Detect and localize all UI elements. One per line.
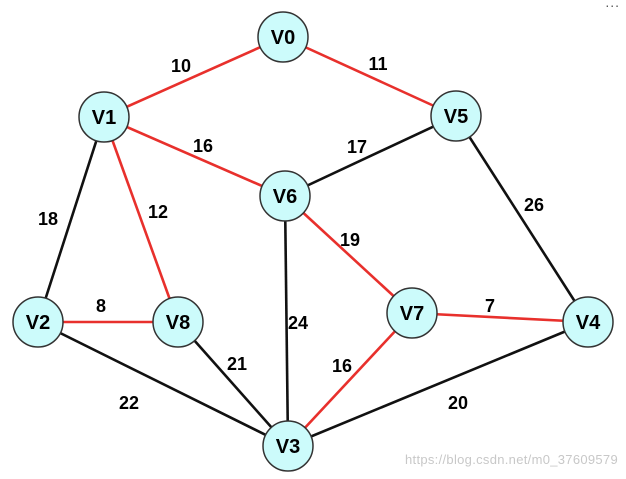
edge-v7-v3 — [287, 312, 413, 447]
node-circle — [430, 90, 482, 142]
node-label: V7 — [400, 303, 424, 325]
edge-weight-v7-v4: 7 — [485, 296, 495, 316]
edge-v8-v3 — [177, 321, 289, 447]
node-label: V8 — [166, 312, 190, 334]
node-circle — [152, 296, 204, 348]
node-v5: V5 — [430, 90, 482, 142]
edge-v2-v3 — [37, 320, 289, 448]
watermark: https://blog.csdn.net/m0_37609579 — [405, 452, 618, 467]
node-label: V3 — [276, 436, 300, 458]
edge-weight-v8-v3: 21 — [227, 354, 247, 374]
edge-weight-v5-v4: 26 — [524, 195, 544, 215]
edge-v0-v1 — [103, 35, 284, 119]
edge-weight-v1-v8: 12 — [148, 202, 168, 222]
node-v2: V2 — [12, 296, 64, 348]
edge-v5-v6 — [284, 114, 457, 198]
node-circle — [259, 170, 311, 222]
node-v3: V3 — [262, 420, 314, 472]
edge-v1-v2 — [36, 116, 106, 323]
edge-weight-v1-v2: 18 — [38, 209, 58, 229]
node-circle — [257, 11, 309, 63]
node-v8: V8 — [152, 296, 204, 348]
edge-v4-v3 — [287, 320, 589, 448]
edge-v1-v8 — [102, 116, 180, 323]
edge-weight-v7-v3: 16 — [332, 356, 352, 376]
edge-weight-v2-v3: 22 — [119, 393, 139, 413]
node-label: V4 — [576, 312, 601, 334]
node-v4: V4 — [562, 296, 614, 348]
edge-weight-v2-v8: 8 — [96, 296, 106, 316]
node-label: V6 — [273, 186, 297, 208]
node-circle — [262, 420, 314, 472]
node-label: V2 — [26, 312, 50, 334]
node-v6: V6 — [259, 170, 311, 222]
node-circle — [386, 287, 438, 339]
edge-v7-v4 — [411, 311, 589, 324]
node-circle — [12, 296, 64, 348]
node-label: V1 — [92, 107, 116, 129]
edge-weight-v0-v1: 10 — [171, 56, 191, 76]
edge-labels-layer: 10 11 16 17 18 12 26 19 24 8 7 21 16 22 20 — [38, 54, 544, 413]
edge-weight-v5-v6: 17 — [347, 137, 367, 157]
node-label: V5 — [444, 106, 468, 128]
node-v0: V0 — [257, 11, 309, 63]
node-label: V0 — [271, 27, 295, 49]
edge-v0-v5 — [282, 35, 457, 118]
edge-v6-v7 — [284, 195, 413, 314]
edge-weight-v6-v3: 24 — [288, 313, 308, 333]
edge-v1-v6 — [103, 115, 286, 198]
node-circle — [562, 296, 614, 348]
node-v1: V1 — [78, 91, 130, 143]
corner-mark: ... — [605, 0, 620, 10]
node-circle — [78, 91, 130, 143]
edge-v5-v4 — [454, 115, 590, 323]
node-v7: V7 — [386, 287, 438, 339]
edge-weight-v0-v5: 11 — [368, 54, 387, 74]
edge-weight-v4-v3: 20 — [448, 393, 468, 413]
edge-weight-v1-v6: 16 — [193, 136, 213, 156]
edge-v6-v3 — [283, 195, 290, 447]
edge-weight-v6-v7: 19 — [340, 230, 360, 250]
